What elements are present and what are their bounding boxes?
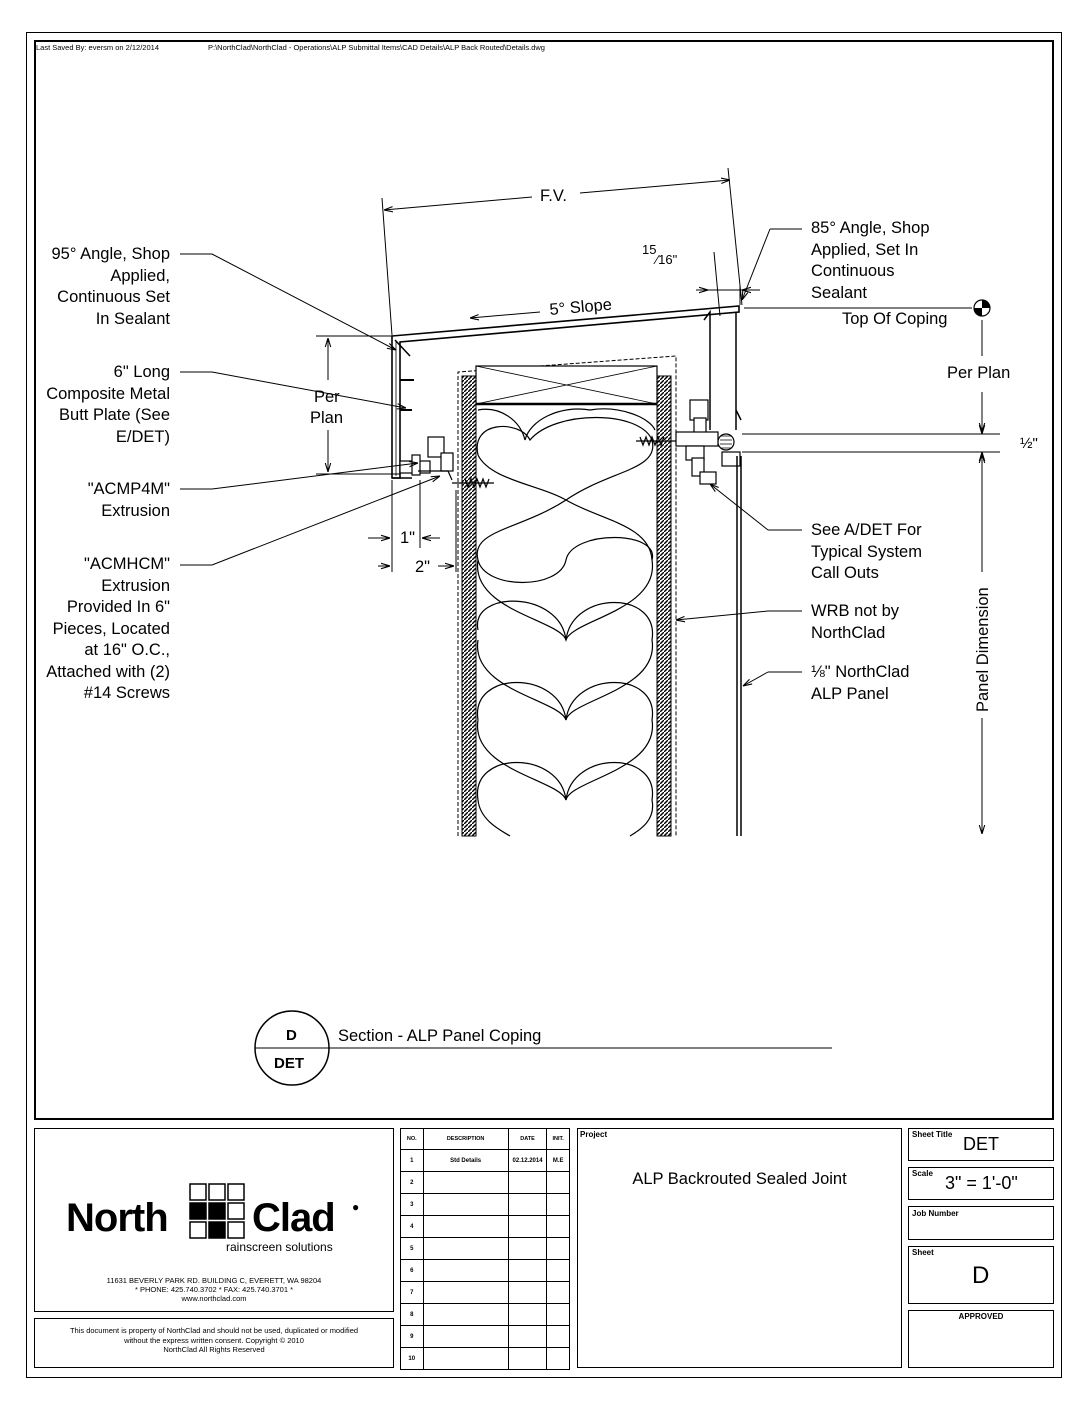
elevation-marker bbox=[973, 299, 991, 317]
table-row: 3 bbox=[400, 1193, 570, 1216]
sheet-title-value: DET bbox=[963, 1134, 999, 1154]
logo-clad: Clad bbox=[252, 1196, 336, 1240]
alp-panel bbox=[709, 410, 742, 836]
two-inch-label: 2" bbox=[415, 558, 430, 576]
project-panel bbox=[577, 1128, 902, 1368]
approved-label: APPROVED bbox=[958, 1312, 1004, 1321]
fv-dimension bbox=[381, 167, 743, 336]
rev-col-date: DATE bbox=[507, 1128, 548, 1150]
job-number-box bbox=[908, 1206, 1054, 1240]
callout-acmp4m: "ACMP4M"Extrusion bbox=[87, 480, 170, 520]
sheet-value: D bbox=[972, 1262, 990, 1289]
top-plate-x bbox=[475, 365, 658, 405]
disclaimer-panel bbox=[34, 1318, 394, 1368]
fifteen-sixteenths-dim bbox=[696, 251, 760, 317]
left-extrusion-assembly bbox=[399, 379, 454, 481]
table-row: 9 bbox=[400, 1325, 570, 1348]
registered-mark: ● bbox=[352, 1200, 360, 1214]
section-sheet: DET bbox=[274, 1055, 304, 1072]
drawing-inner-border bbox=[34, 40, 1054, 1120]
left-screw bbox=[452, 477, 494, 489]
section-title: Section - ALP Panel Coping bbox=[338, 1027, 541, 1045]
job-number-label: Job Number bbox=[912, 1209, 959, 1218]
per-plan-right-dim bbox=[742, 320, 1000, 470]
rev-col-no: NO. bbox=[400, 1128, 424, 1150]
leader-lines bbox=[180, 228, 802, 686]
scale-value: 3" = 1'-0" bbox=[945, 1173, 1018, 1193]
sheet-title-label: Sheet Title bbox=[912, 1130, 953, 1139]
one-inch-label: 1" bbox=[400, 529, 415, 547]
table-row: 6 bbox=[400, 1259, 570, 1282]
fv-label: F.V. bbox=[540, 187, 567, 205]
sheet-box bbox=[908, 1246, 1054, 1304]
section-letter: D bbox=[286, 1027, 297, 1044]
section-drawing: F.V. 5° Slope 15 ⁄16" Top Of Coping Per … bbox=[180, 167, 1038, 1086]
project-label: Project bbox=[580, 1130, 608, 1139]
per-plan-left-line2: Plan bbox=[310, 409, 343, 427]
fifteen-sixteenths-label: 15 bbox=[642, 242, 656, 257]
rev-col-description: DESCRIPTION bbox=[422, 1128, 509, 1150]
coping-inner-angle bbox=[394, 339, 411, 357]
project-name: ALP Backrouted Sealed Joint bbox=[632, 1170, 847, 1188]
sheet-title-box bbox=[908, 1128, 1054, 1161]
scale-label: Scale bbox=[912, 1169, 933, 1178]
small-horizontal-dims bbox=[368, 480, 457, 572]
svg-text:⁄16": ⁄16" bbox=[653, 252, 678, 267]
disclaimer-text: This document is property of NorthClad a… bbox=[69, 1326, 359, 1354]
coping-drip bbox=[703, 309, 711, 410]
table-row: 4 bbox=[400, 1215, 570, 1238]
logo-tagline: rainscreen solutions bbox=[226, 1240, 333, 1254]
wrb-membrane bbox=[457, 355, 677, 836]
approved-box bbox=[908, 1310, 1054, 1368]
left-sheathing bbox=[461, 375, 477, 837]
panel-dimension-label: Panel Dimension bbox=[974, 587, 992, 712]
right-extrusion-assembly bbox=[675, 399, 741, 485]
address-block: 11631 BEVERLY PARK RD. BUILDING C, EVERE… bbox=[106, 1276, 322, 1303]
section-bubble bbox=[254, 1010, 832, 1086]
right-screw bbox=[636, 435, 676, 447]
table-row: 8 bbox=[400, 1303, 570, 1326]
file-path: P:\NorthClad\NorthClad - Operations\ALP … bbox=[208, 43, 545, 52]
last-saved-note: Last Saved By: eversm on 2/12/2014 bbox=[36, 43, 159, 52]
rev-col-init: INIT. bbox=[546, 1128, 570, 1150]
table-row: 7 bbox=[400, 1281, 570, 1304]
logo-north: North bbox=[66, 1196, 169, 1240]
sheet-label: Sheet bbox=[912, 1248, 934, 1257]
table-row: 10 bbox=[400, 1347, 570, 1370]
drawing-outer-border bbox=[26, 32, 1062, 1378]
logo-panel bbox=[34, 1128, 394, 1312]
slope-arrow bbox=[470, 311, 541, 318]
slope-label: 5° Slope bbox=[549, 296, 613, 319]
table-row: 2 bbox=[400, 1171, 570, 1194]
top-of-coping-label: Top Of Coping bbox=[842, 310, 947, 328]
per-plan-left-line1: Per bbox=[314, 388, 340, 406]
insulation-batt bbox=[476, 408, 656, 837]
logo-grid-icon bbox=[189, 1183, 245, 1239]
right-sheathing bbox=[656, 375, 672, 837]
per-plan-right-label: Per Plan bbox=[947, 364, 1010, 382]
scale-box bbox=[908, 1167, 1054, 1200]
half-inch-label: ½" bbox=[1020, 435, 1038, 452]
table-row: 5 bbox=[400, 1237, 570, 1260]
